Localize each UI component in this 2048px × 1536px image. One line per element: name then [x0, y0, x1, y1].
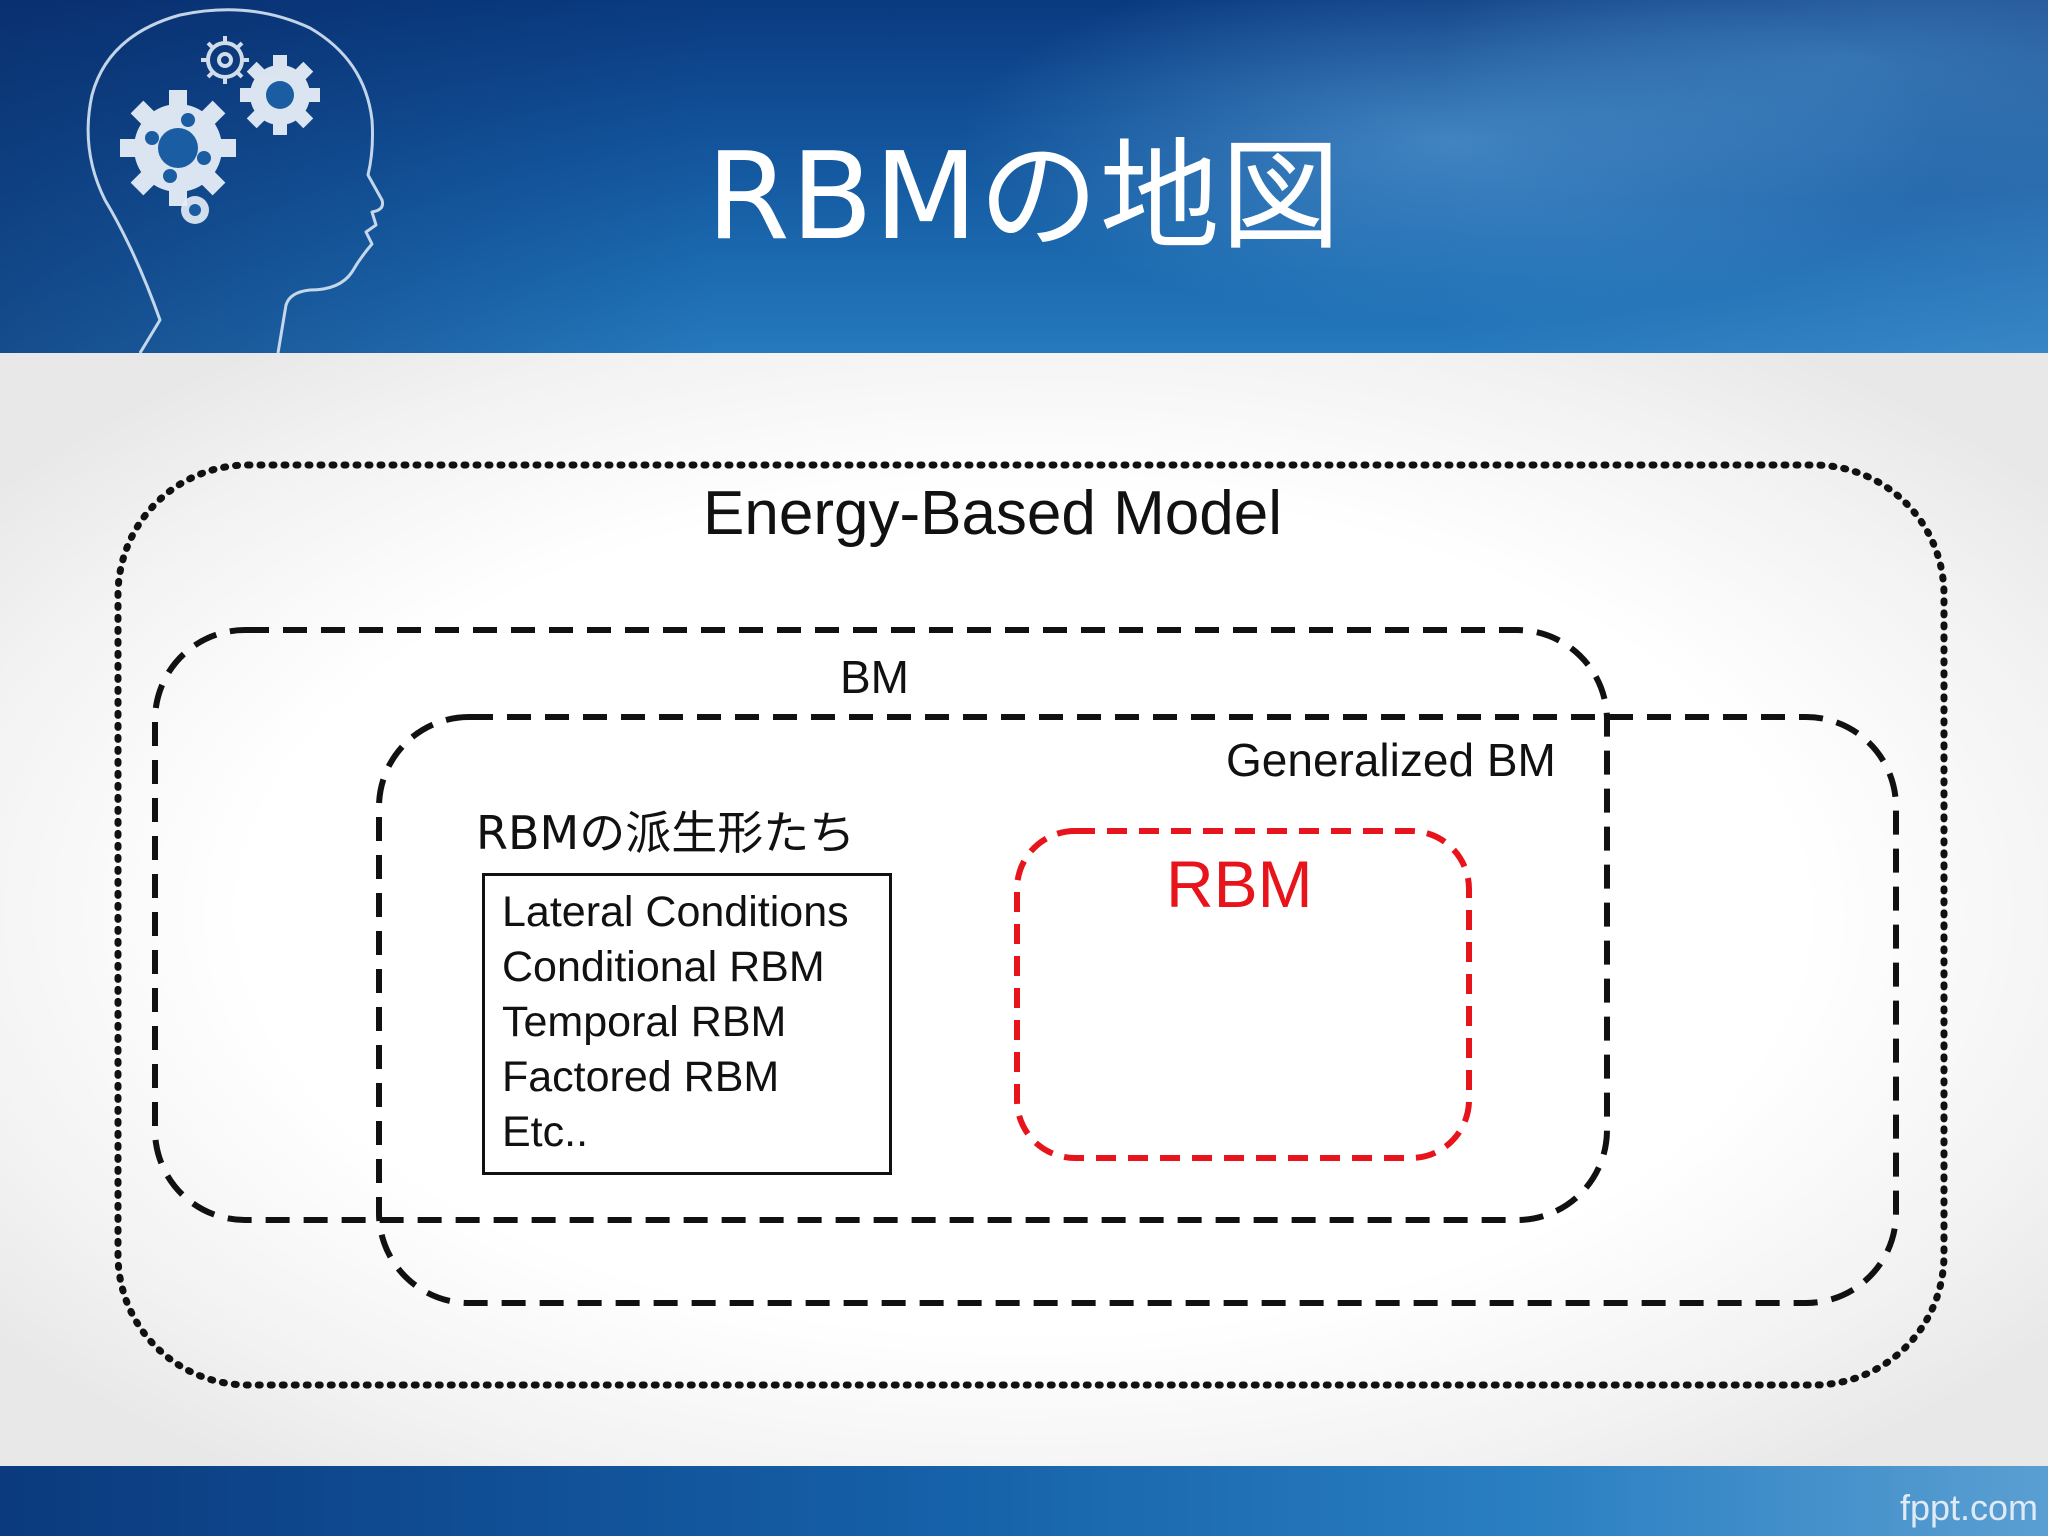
bm-region — [152, 627, 1610, 1223]
slide-title: RBMの地図 — [706, 128, 1342, 267]
generalized-bm-label: Generalized BM — [1226, 734, 1556, 786]
rbm-region — [1014, 828, 1472, 1161]
list-item: Lateral Conditions — [502, 888, 849, 936]
list-item: Factored RBM — [502, 1053, 780, 1101]
footer-credit: fppt.com — [1899, 1487, 2038, 1528]
energy-based-model-label: Energy-Based Model — [703, 479, 1282, 548]
head-with-gears-icon — [86, 8, 384, 353]
rbm-derivatives-list: Lateral Conditions Conditional RBM Tempo… — [502, 885, 849, 1160]
list-item: Conditional RBM — [502, 943, 825, 991]
content-area — [0, 353, 2048, 1466]
rbm-derivatives-box — [482, 873, 892, 1175]
header-banner: RBMの地図 — [0, 0, 2048, 353]
list-item: Etc.. — [502, 1108, 589, 1156]
footer-bar — [0, 1466, 2048, 1536]
list-item: Temporal RBM — [502, 998, 787, 1046]
generalized-bm-region — [376, 714, 1899, 1306]
banner-shine — [0, 0, 2048, 353]
energy-based-model-region — [114, 461, 1948, 1389]
rbm-derivatives-heading: RBMの派生形たち — [476, 806, 856, 860]
rbm-label: RBM — [1166, 847, 1313, 921]
bm-label: BM — [840, 651, 909, 703]
